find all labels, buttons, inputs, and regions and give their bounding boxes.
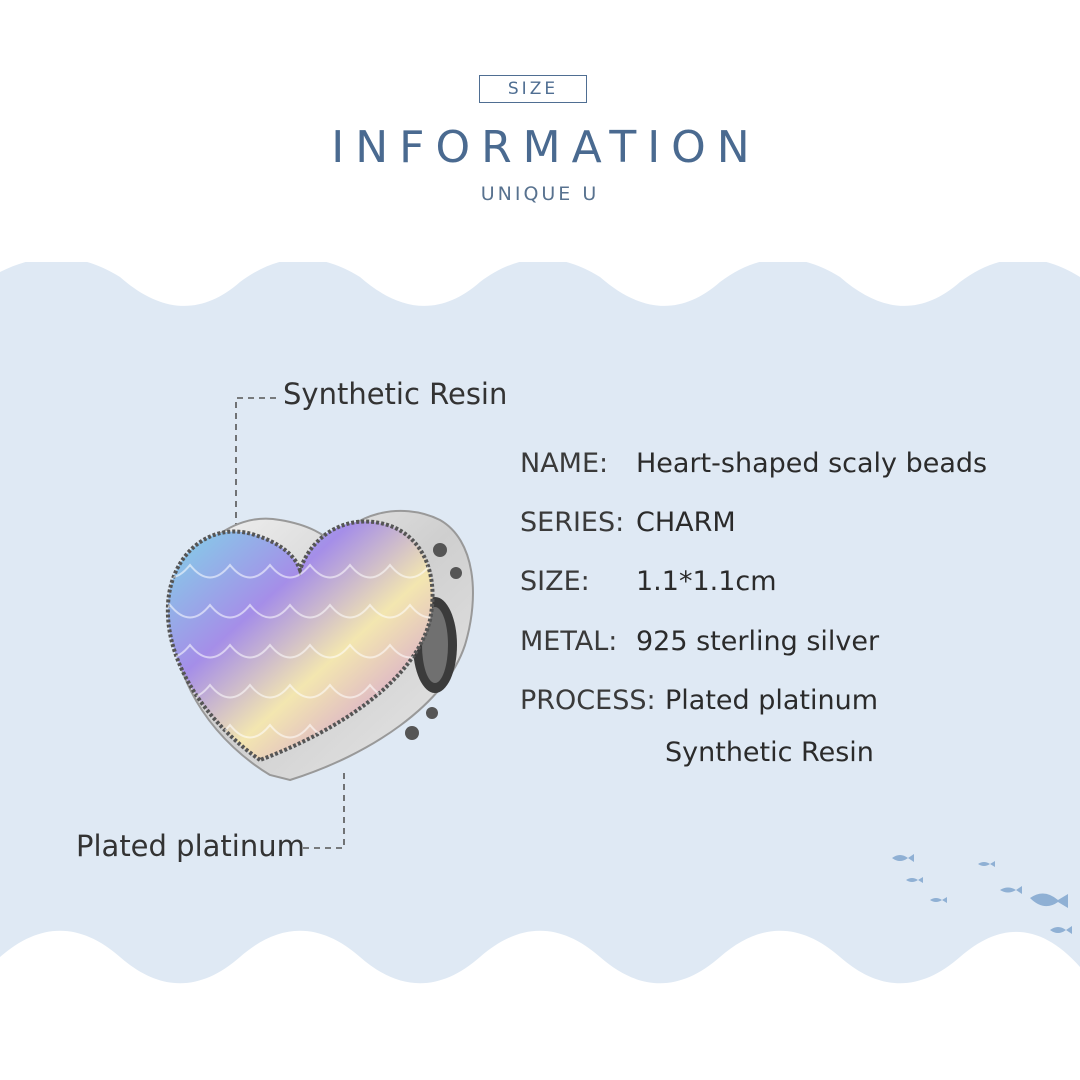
spec-value-metal: 925 sterling silver (636, 626, 880, 657)
page-title: INFORMATION (331, 122, 761, 173)
spec-value-size: 1.1*1.1cm (636, 566, 777, 597)
page-subtitle: UNIQUE U (480, 183, 600, 205)
wave-background (0, 262, 1080, 984)
heart-charm-image (165, 509, 474, 782)
callout-synthetic-resin: Synthetic Resin (283, 377, 508, 411)
header: SIZE INFORMATION UNIQUE U (0, 0, 1080, 260)
spec-value-name: Heart-shaped scaly beads (636, 448, 988, 479)
size-tag: SIZE (479, 75, 587, 103)
spec-key-metal: METAL: (520, 626, 618, 657)
spec-value-series: CHARM (636, 507, 736, 538)
spec-key-series: SERIES: (520, 507, 625, 538)
spec-key-size: SIZE: (520, 566, 590, 597)
spec-key-name: NAME: (520, 448, 609, 479)
spec-value-process: Plated platinum (665, 685, 879, 716)
fish-school-image (892, 854, 1072, 934)
callout-plated-platinum: Plated platinum (76, 829, 305, 863)
spec-key-process: PROCESS: (520, 685, 656, 716)
spec-value-process-extra: Synthetic Resin (665, 737, 874, 768)
